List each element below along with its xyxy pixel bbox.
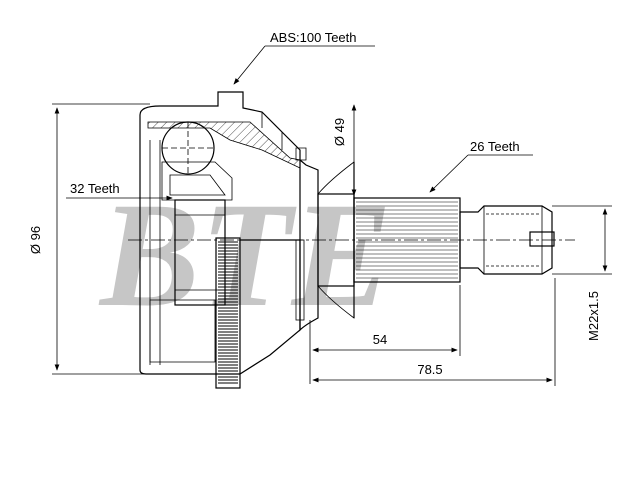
leader-abs: ABS:100 Teeth <box>233 30 375 85</box>
seal-diameter-label: Ø 49 <box>332 118 347 146</box>
thread-label: M22x1.5 <box>586 291 601 341</box>
outer-housing <box>139 91 301 375</box>
dimension-outer-diameter: Ø 96 <box>28 103 150 375</box>
threaded-end <box>459 205 555 275</box>
dimension-seal-diameter: Ø 49 <box>332 104 357 318</box>
length-78-5-label: 78.5 <box>417 362 442 377</box>
leader-inner-teeth: 32 Teeth <box>66 181 173 201</box>
length-54-label: 54 <box>373 332 387 347</box>
dimension-thread: M22x1.5 <box>552 205 612 341</box>
abs-ring <box>215 237 241 389</box>
abs-teeth-label: ABS:100 Teeth <box>270 30 357 45</box>
dimension-length-78-5: 78.5 <box>312 278 556 386</box>
inner-teeth-label: 32 Teeth <box>70 181 120 196</box>
outer-teeth-label: 26 Teeth <box>470 139 520 154</box>
ball-cage <box>161 121 233 201</box>
dimension-length-54: 54 <box>309 285 461 384</box>
inner-bore <box>174 199 226 306</box>
leader-outer-teeth: 26 Teeth <box>429 139 533 193</box>
spline-shaft <box>353 197 461 283</box>
watermark-logo: BTE <box>98 172 392 338</box>
outer-diameter-label: Ø 96 <box>28 226 43 254</box>
